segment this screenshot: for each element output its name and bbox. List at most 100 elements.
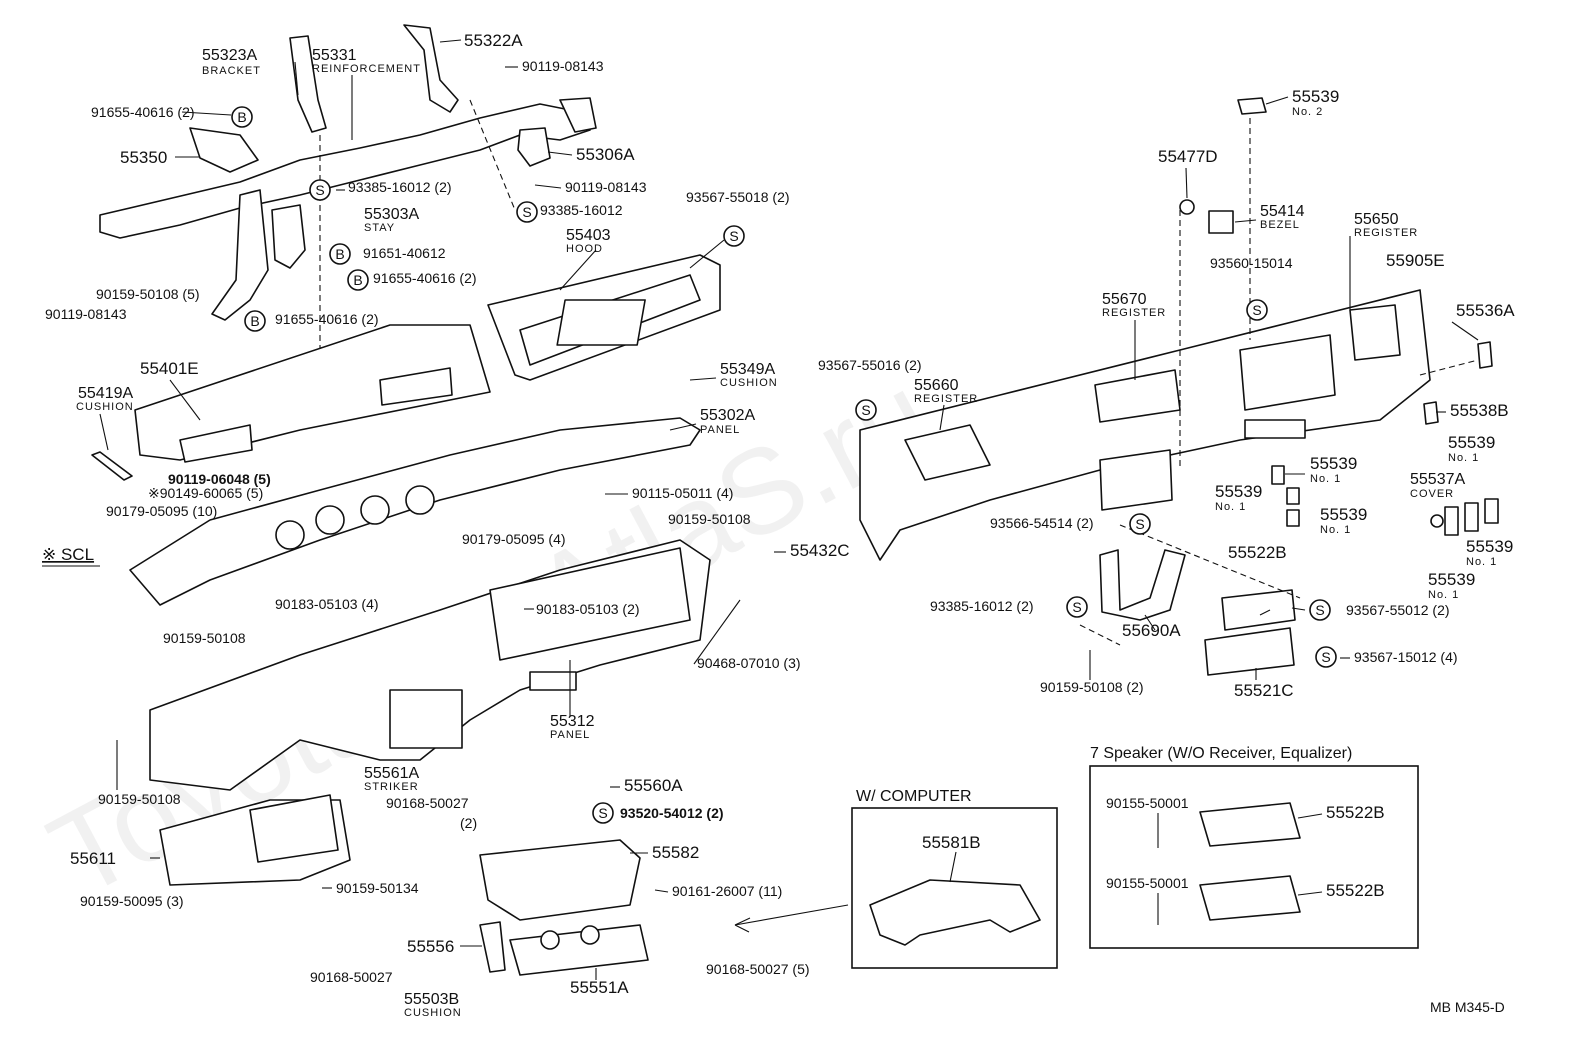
label-90468-07010: 90468-07010 (3)	[697, 655, 801, 671]
label-90119-08143-b: 90119-08143	[565, 179, 647, 195]
panel-55302A	[129, 417, 701, 606]
label-55581B: 55581B	[922, 833, 981, 852]
footer-code: MB M345-D	[1430, 999, 1505, 1015]
label-55414-sub: BEZEL	[1260, 219, 1300, 231]
label-93567-15012: 93567-15012 (4)	[1354, 649, 1458, 665]
label-91651-40612: 91651-40612	[363, 245, 446, 261]
label-55419A-sub: CUSHION	[76, 401, 134, 413]
label-90149-60065: ※90149-60065 (5)	[148, 485, 263, 501]
label-55539-a-sub: No. 1	[1448, 452, 1479, 464]
label-90155-50001-b: 90155-50001	[1106, 875, 1189, 891]
label-55582: 55582	[652, 843, 699, 862]
label-55539-no2-sub: No. 2	[1292, 106, 1323, 118]
panel-55312	[149, 539, 711, 791]
label-90159-50108-b: 90159-50108	[668, 511, 751, 527]
label-55670: 55670	[1102, 291, 1147, 308]
label-55522B-b: 55522B	[1326, 803, 1385, 822]
computer-box-title: W/ COMPUTER	[856, 788, 972, 805]
label-scl: ※ SCL	[42, 545, 94, 564]
top-cover-55401E	[91, 324, 491, 481]
label-55312-sub: PANEL	[550, 729, 590, 741]
speaker-box-title: 7 Speaker (W/O Receiver, Equalizer)	[1090, 745, 1352, 762]
label-91655-40616-a: 91655-40616 (2)	[91, 104, 195, 120]
label-90183-05103-a: 90183-05103 (4)	[275, 596, 379, 612]
label-55539-f: 55539	[1428, 570, 1475, 589]
label-90155-50001-a: 90155-50001	[1106, 795, 1189, 811]
label-55302A: 55302A	[700, 407, 755, 424]
label-55312: 55312	[550, 713, 595, 730]
label-93567-55016: 93567-55016 (2)	[818, 357, 922, 373]
label-90119-08143-a: 90119-08143	[522, 58, 604, 74]
label-90168-50027-a: 90168-50027	[386, 795, 469, 811]
label-55414: 55414	[1260, 203, 1305, 220]
label-55650: 55650	[1354, 211, 1399, 228]
label-93520-54012: 93520-54012 (2)	[620, 805, 724, 821]
label-90115-05011: 90115-05011 (4)	[632, 485, 733, 501]
label-93567-55018: 93567-55018 (2)	[686, 189, 790, 205]
label-55477D: 55477D	[1158, 147, 1218, 166]
label-55349A: 55349A	[720, 361, 775, 378]
reinforcement-assembly	[99, 24, 597, 370]
label-55419A: 55419A	[78, 385, 133, 402]
label-90161-26007: 90161-26007 (11)	[672, 883, 782, 899]
label-55350: 55350	[120, 148, 167, 167]
labels: 55323A BRACKET 55331 REINFORCEMENT 55322…	[42, 31, 1515, 1019]
glove-box-55611	[159, 794, 351, 886]
label-55539-a: 55539	[1448, 433, 1495, 452]
label-55539-f-sub: No. 1	[1428, 589, 1459, 601]
label-90159-50134: 90159-50134	[336, 880, 419, 896]
label-55539-c-sub: No. 1	[1215, 501, 1246, 513]
symbol-b: B	[335, 246, 344, 262]
label-55539-d-sub: No. 1	[1320, 524, 1351, 536]
label-55331-sub: REINFORCEMENT	[312, 63, 421, 75]
symbol-s: S	[729, 228, 738, 244]
label-55561A-sub: STRIKER	[364, 781, 419, 793]
label-90183-05103-b: 90183-05103 (2)	[536, 601, 640, 617]
label-90119-08143-c: 90119-08143	[45, 306, 127, 322]
label-90159-50108-e: 90159-50108 (2)	[1040, 679, 1144, 695]
label-91655-40616-c: 91655-40616 (2)	[275, 311, 379, 327]
label-90119-06048: 90119-06048 (5)	[168, 471, 271, 487]
instrument-panel-right	[859, 289, 1431, 561]
label-93385-16012-c: 93385-16012 (2)	[930, 598, 1034, 614]
label-55303A-sub: STAY	[364, 222, 395, 234]
symbol-s: S	[315, 182, 324, 198]
leader-lines	[99, 39, 1479, 980]
label-91655-40616-b: 91655-40616 (2)	[373, 270, 477, 286]
label-90168-50027-c: 90168-50027 (5)	[706, 961, 810, 977]
label-55503B: 55503B	[404, 991, 459, 1008]
symbol-s: S	[1321, 649, 1330, 665]
symbol-s: S	[1252, 302, 1261, 318]
label-55403-sub: HOOD	[566, 243, 603, 255]
symbols: B S S B B B S S S S S S S S	[231, 106, 1337, 824]
label-93566-54514: 93566-54514 (2)	[990, 515, 1094, 531]
label-90168-50027-b: 90168-50027	[310, 969, 393, 985]
label-55560A: 55560A	[624, 776, 683, 795]
label-90159-50095: 90159-50095 (3)	[80, 893, 184, 909]
label-55551A: 55551A	[570, 978, 629, 997]
label-55302A-sub: PANEL	[700, 424, 740, 436]
label-55539-no2: 55539	[1292, 87, 1339, 106]
label-55556: 55556	[407, 937, 454, 956]
label-90159-50108-c: 90159-50108	[163, 630, 246, 646]
label-55537A-sub: COVER	[1410, 488, 1454, 500]
label-55539-b-sub: No. 1	[1310, 473, 1341, 485]
label-55331: 55331	[312, 47, 357, 64]
label-55303A: 55303A	[364, 206, 419, 223]
label-55323A: 55323A	[202, 47, 257, 64]
symbol-s: S	[861, 402, 870, 418]
speaker-box	[1089, 765, 1419, 949]
label-90159-50108-d: 90159-50108	[98, 791, 181, 807]
label-93560-15014: 93560-15014	[1210, 255, 1293, 271]
symbol-s: S	[522, 204, 531, 220]
label-55401E: 55401E	[140, 359, 199, 378]
label-93385-16012-b: 93385-16012	[540, 202, 623, 218]
label-55322A: 55322A	[464, 31, 523, 50]
label-55650-sub: REGISTER	[1354, 227, 1418, 239]
symbol-s: S	[1315, 602, 1324, 618]
label-55323A-sub: BRACKET	[202, 65, 261, 77]
label-90159-50108-a: 90159-50108 (5)	[96, 286, 200, 302]
label-55538B: 55538B	[1450, 401, 1509, 420]
label-55539-b: 55539	[1310, 454, 1357, 473]
